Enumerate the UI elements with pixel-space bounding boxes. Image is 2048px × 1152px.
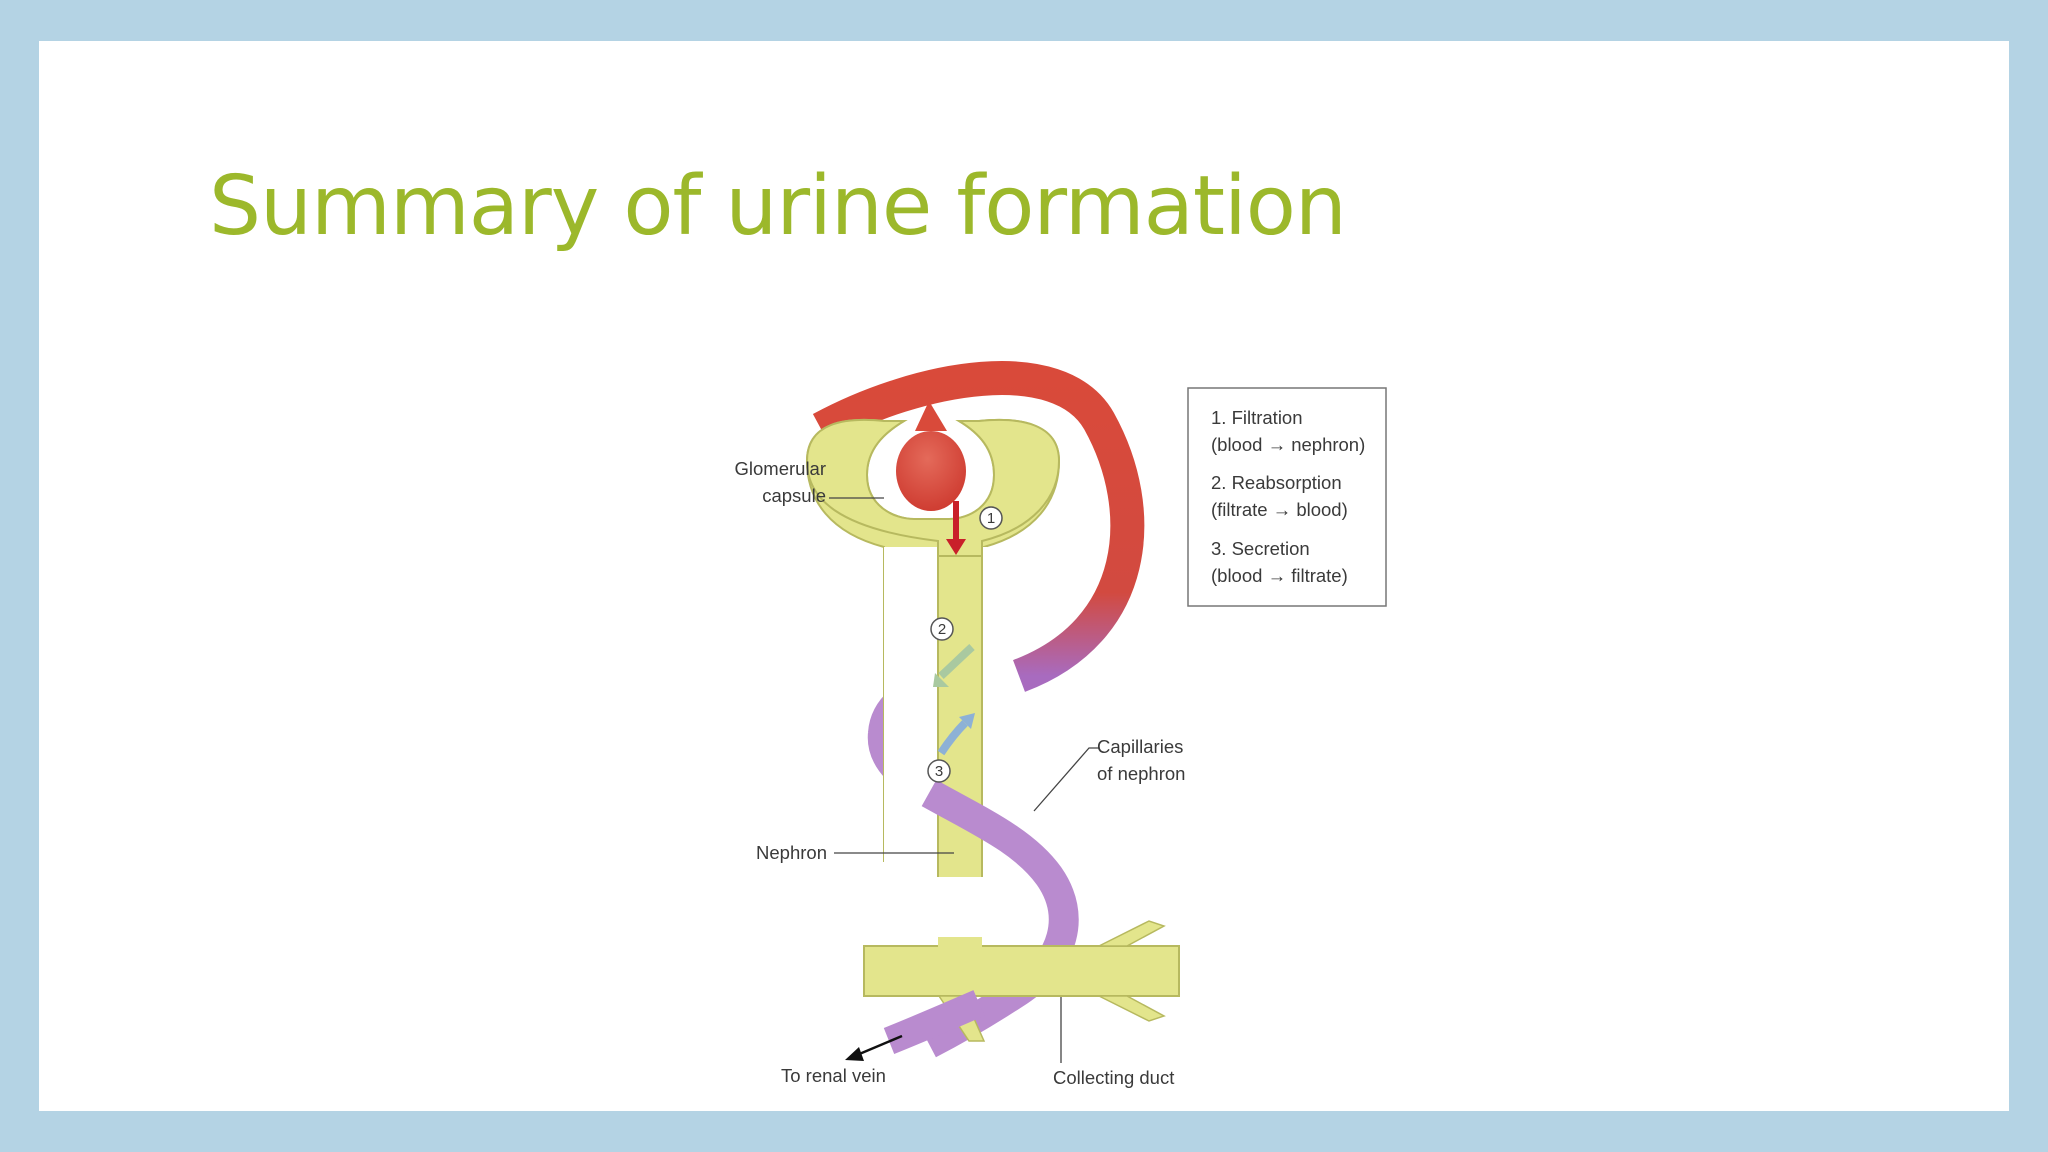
legend-item3-title: 3. Secretion: [1211, 538, 1310, 559]
svg-text:2: 2: [938, 621, 946, 638]
marker-1: 1: [979, 506, 1003, 530]
label-collecting-duct: Collecting duct: [1053, 1067, 1174, 1088]
svg-text:3: 3: [935, 763, 943, 780]
label-capillaries-line1: Capillaries: [1097, 736, 1183, 757]
label-nephron: Nephron: [756, 842, 827, 863]
marker-2: 2: [930, 617, 954, 641]
legend-item2-detail: (filtrate → blood): [1211, 499, 1348, 520]
legend-box: 1. Filtration (blood → nephron) 2. Reabs…: [1187, 387, 1387, 607]
to-renal-vein-arrow: [845, 1034, 903, 1061]
legend-item1-title: 1. Filtration: [1211, 407, 1303, 428]
glomerulus: [896, 431, 966, 511]
slide-title: Summary of urine formation: [209, 159, 1347, 254]
arteriole-outer: [812, 361, 1145, 692]
slide: Summary of urine formation: [39, 41, 2009, 1111]
label-glomerular-capsule-line2: capsule: [762, 485, 826, 506]
legend-item3-detail: (blood → filtrate): [1211, 565, 1348, 586]
legend-item1-detail: (blood → nephron): [1211, 434, 1365, 455]
filtration-arrow: [946, 501, 966, 555]
marker-3: 3: [927, 759, 951, 783]
label-glomerular-capsule-line1: Glomerular: [735, 458, 827, 479]
label-capillaries-line2: of nephron: [1097, 763, 1185, 784]
secretion-arrow: [937, 713, 975, 756]
reabsorption-arrow: [933, 644, 975, 687]
label-to-renal-vein: To renal vein: [781, 1065, 886, 1086]
urine-formation-diagram: 1 2 3 Glomerular capsule Capillaries of …: [735, 361, 1387, 1088]
legend-item2-title: 2. Reabsorption: [1211, 472, 1342, 493]
svg-text:1: 1: [987, 510, 995, 527]
leader-lines: [829, 497, 1099, 1063]
